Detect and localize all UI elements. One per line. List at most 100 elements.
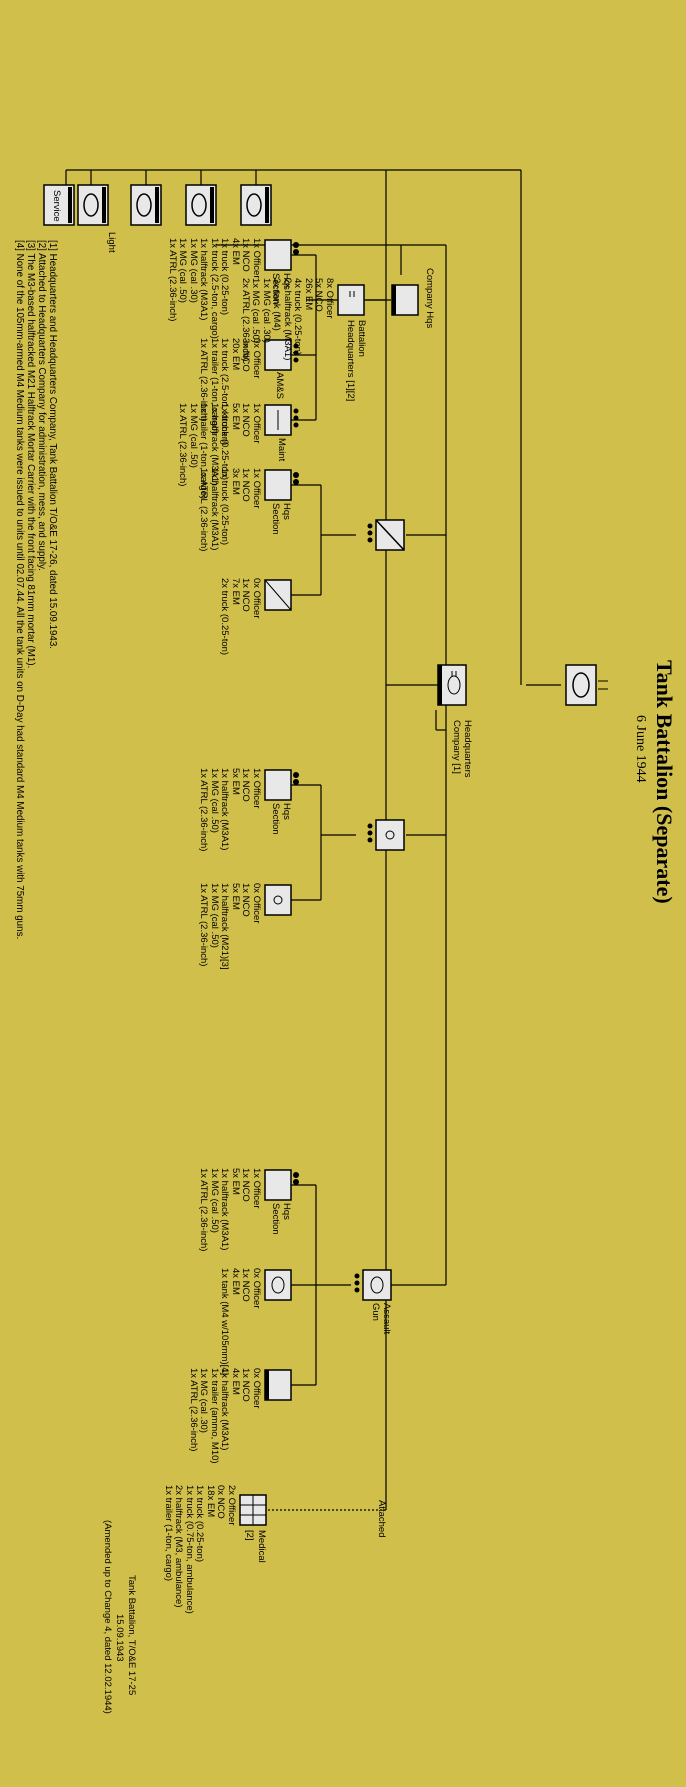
list-item: 1x MG (cal .50) [209,768,220,833]
list-item: 1x MG (cal .50) [177,238,189,303]
list-item: 1x ATRL (2.36-inch) [167,238,178,322]
footnote: [4] None of the 105mm-armed M4 Medium ta… [14,240,25,940]
list-item: 2x halftrack (M3, ambulance) [173,1485,185,1608]
medical-personnel-list: 2x Officer 0x NCO 18x EM 1x truck (0.25-… [163,1485,237,1614]
list-item: 1x ATRL (2.36-inch) [198,883,210,967]
list-item: 2x Officer [226,1485,237,1526]
list-item: 1x NCO [240,1268,252,1302]
ag-hqs-list: 1x Officer 1x NCO 5x EM 1x halftrack (M3… [198,1168,263,1251]
list-item: 1x NCO [240,768,252,802]
list-item: 1x NCO [240,578,252,612]
recon-hqs-list: 1x Officer 1x NCO 3x EM 1x truck (0.25-t… [198,468,263,551]
battalion-hq-label: Battalion Headquarters [1][2] [345,320,368,402]
ag-hqs-section-label: Hqs Section [270,1203,293,1235]
list-item: 3x tank (M4) [271,278,283,331]
list-item: 4x truck (0.25-ton) [292,278,304,356]
list-item: 1x halftrack (M3A1) [198,238,210,321]
list-item: 1x halftrack (M21)[3] [219,883,231,970]
list-item: 1x MG (cal .30) [188,238,199,303]
list-item: 1x NCO [240,1168,252,1202]
hq-company-symbol [437,664,467,706]
list-item: 1x MG (cal .50) [209,1168,220,1233]
footnote: [3] The M3-based halftracked M21 Halftra… [25,240,36,669]
list-item: 1x Officer [251,468,262,509]
mortar-hqs-list: 1x Officer 1x NCO 5x EM 1x halftrack (M3… [198,768,263,852]
list-item: 1x truck (2.5-ton, cargo) [209,238,220,339]
list-item: 4x EM [230,1368,241,1395]
list-item: 3x EM [230,468,241,495]
footnote: [1] Headquarters and Headquarters Compan… [47,240,58,650]
mortar-hqs-section-label: Hqs Section [270,803,293,835]
list-item: 1x ATRL (2.36-inch) [198,768,210,852]
list-item: 1x halftrack (M3A1) [219,768,231,851]
list-item: 5x EM [230,883,241,910]
list-item: 1x halftrack (M3A1) [219,1168,231,1251]
list-item: 1x MG (cal .30) [198,1368,210,1433]
service-label: Service [51,190,62,222]
ams-symbol [264,339,299,371]
list-item: 4x EM [230,238,241,265]
list-item: 1x ATRL (2.36-inch) [177,403,189,487]
ag-tank-section-symbol [264,1269,292,1301]
ag-ammo-section-symbol [264,1369,292,1401]
mortar-platoon-symbol [367,819,405,851]
assault-gun-platoon-symbol [354,1269,392,1301]
recon-hqs-section-symbol [264,469,299,501]
company-hqs-section-list: 1x Officer 1x NCO 4x EM 1x truck (0.25-t… [167,238,262,339]
battalion-hq-symbol [337,284,365,316]
light-label: Light [106,232,117,253]
list-item: 1x Officer [251,238,262,279]
company-hqs-section-symbol [264,239,299,271]
list-item: 1x ATRL (2.36-inch) [188,1368,199,1452]
ams-label: AM&S [274,372,285,399]
company-hqs-symbol [391,284,419,316]
recon-platoon-list: 0x Officer 1x NCO 7x EM 2x truck (0.25-t… [219,578,263,655]
list-item: 4x EM [230,1268,241,1295]
medical-note: [2] [244,1530,255,1541]
list-item: 1x MG (cal .30) [261,278,272,343]
list-item: 0x NCO [215,1485,227,1519]
list-item: 1x Officer [251,768,262,809]
ag-tank-list: 0x Officer 1x NCO 4x EM 1x tank (M4 w/10… [219,1268,263,1376]
tank-company-b-symbol [185,184,217,226]
list-item: 1x MG (cal .50) [209,883,220,948]
tank-company-a-symbol [240,184,272,226]
list-item: 1x NCO [240,883,252,917]
hq-company-label: Headquarters Company [1] [451,720,474,778]
recon-hqs-section-label: Hqs Section [270,503,293,535]
maint-symbol [264,404,299,436]
list-item: 1x halftrack (M3A1) [209,468,220,551]
list-item: 18x EM [205,1485,216,1518]
list-item: 1x tank (M4 w/105mm)[4] [219,1268,231,1376]
attached-label: Attached [376,1500,387,1538]
list-item: 5x NCO [313,278,325,312]
light-tank-company-symbol [77,184,109,226]
list-item: 8x Officer [324,278,335,319]
list-item: 0x Officer [251,1368,262,1409]
list-item: 1x truck (0.25-ton) [219,468,231,546]
mortar-section-list: 0x Officer 1x NCO 5x EM 1x halftrack (M2… [198,883,263,970]
footnote: [2] Attached to Headquarters Company for… [36,240,47,571]
list-item: 1x MG (cal .50) [188,403,199,468]
medical-label: Medical [256,1530,267,1563]
list-item: 5x EM [230,1168,241,1195]
list-item: 2x halftrack (M3A1) [282,278,293,361]
list-item: 1x truck (0.25-ton) [194,1485,206,1563]
mortar-section-symbol [264,884,292,916]
footnotes: [1] Headquarters and Headquarters Compan… [14,240,58,939]
maint-label: Maint [276,438,287,462]
company-hqs-label: Company Hqs [424,268,435,329]
service-company-symbol [43,184,75,226]
list-item: 0x Officer [251,578,262,619]
battalion-symbol [565,664,608,706]
list-item: 5x EM [230,768,241,795]
recon-platoon-symbol [367,519,405,551]
list-item: 1x trailer (ammo, M10) [209,1368,220,1464]
list-item: 1x NCO [240,468,252,502]
list-item: 1x NCO [240,238,252,272]
list-item: 1x NCO [240,1368,252,1402]
list-item: 1x Officer [251,1168,262,1209]
